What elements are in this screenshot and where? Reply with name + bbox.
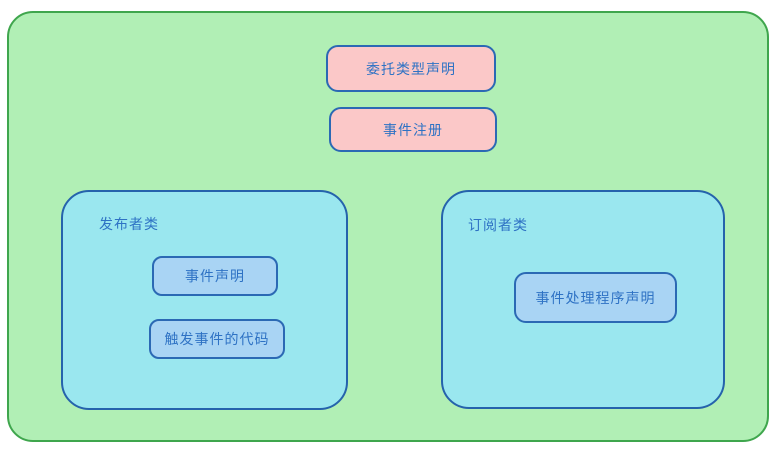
- event-declaration-label: 事件声明: [185, 268, 245, 284]
- event-trigger-code-node: 触发事件的代码: [149, 319, 285, 359]
- subscriber-class-node: 订阅者类 事件处理程序声明: [441, 190, 725, 409]
- event-model-container: 委托类型声明 事件注册 发布者类 事件声明 触发事件的代码 订阅者类 事件处理程…: [7, 11, 769, 442]
- subscriber-class-title: 订阅者类: [468, 217, 528, 233]
- event-handler-declaration-label: 事件处理程序声明: [535, 289, 656, 306]
- event-registration-node: 事件注册: [329, 107, 497, 152]
- delegate-type-declaration-label: 委托类型声明: [366, 60, 456, 77]
- publisher-class-title: 发布者类: [99, 216, 159, 232]
- publisher-class-node: 发布者类 事件声明 触发事件的代码: [61, 190, 348, 410]
- event-registration-label: 事件注册: [383, 121, 443, 138]
- event-handler-declaration-node: 事件处理程序声明: [514, 272, 677, 323]
- event-trigger-code-label: 触发事件的代码: [164, 331, 270, 347]
- event-declaration-node: 事件声明: [152, 256, 278, 296]
- delegate-type-declaration-node: 委托类型声明: [326, 45, 496, 92]
